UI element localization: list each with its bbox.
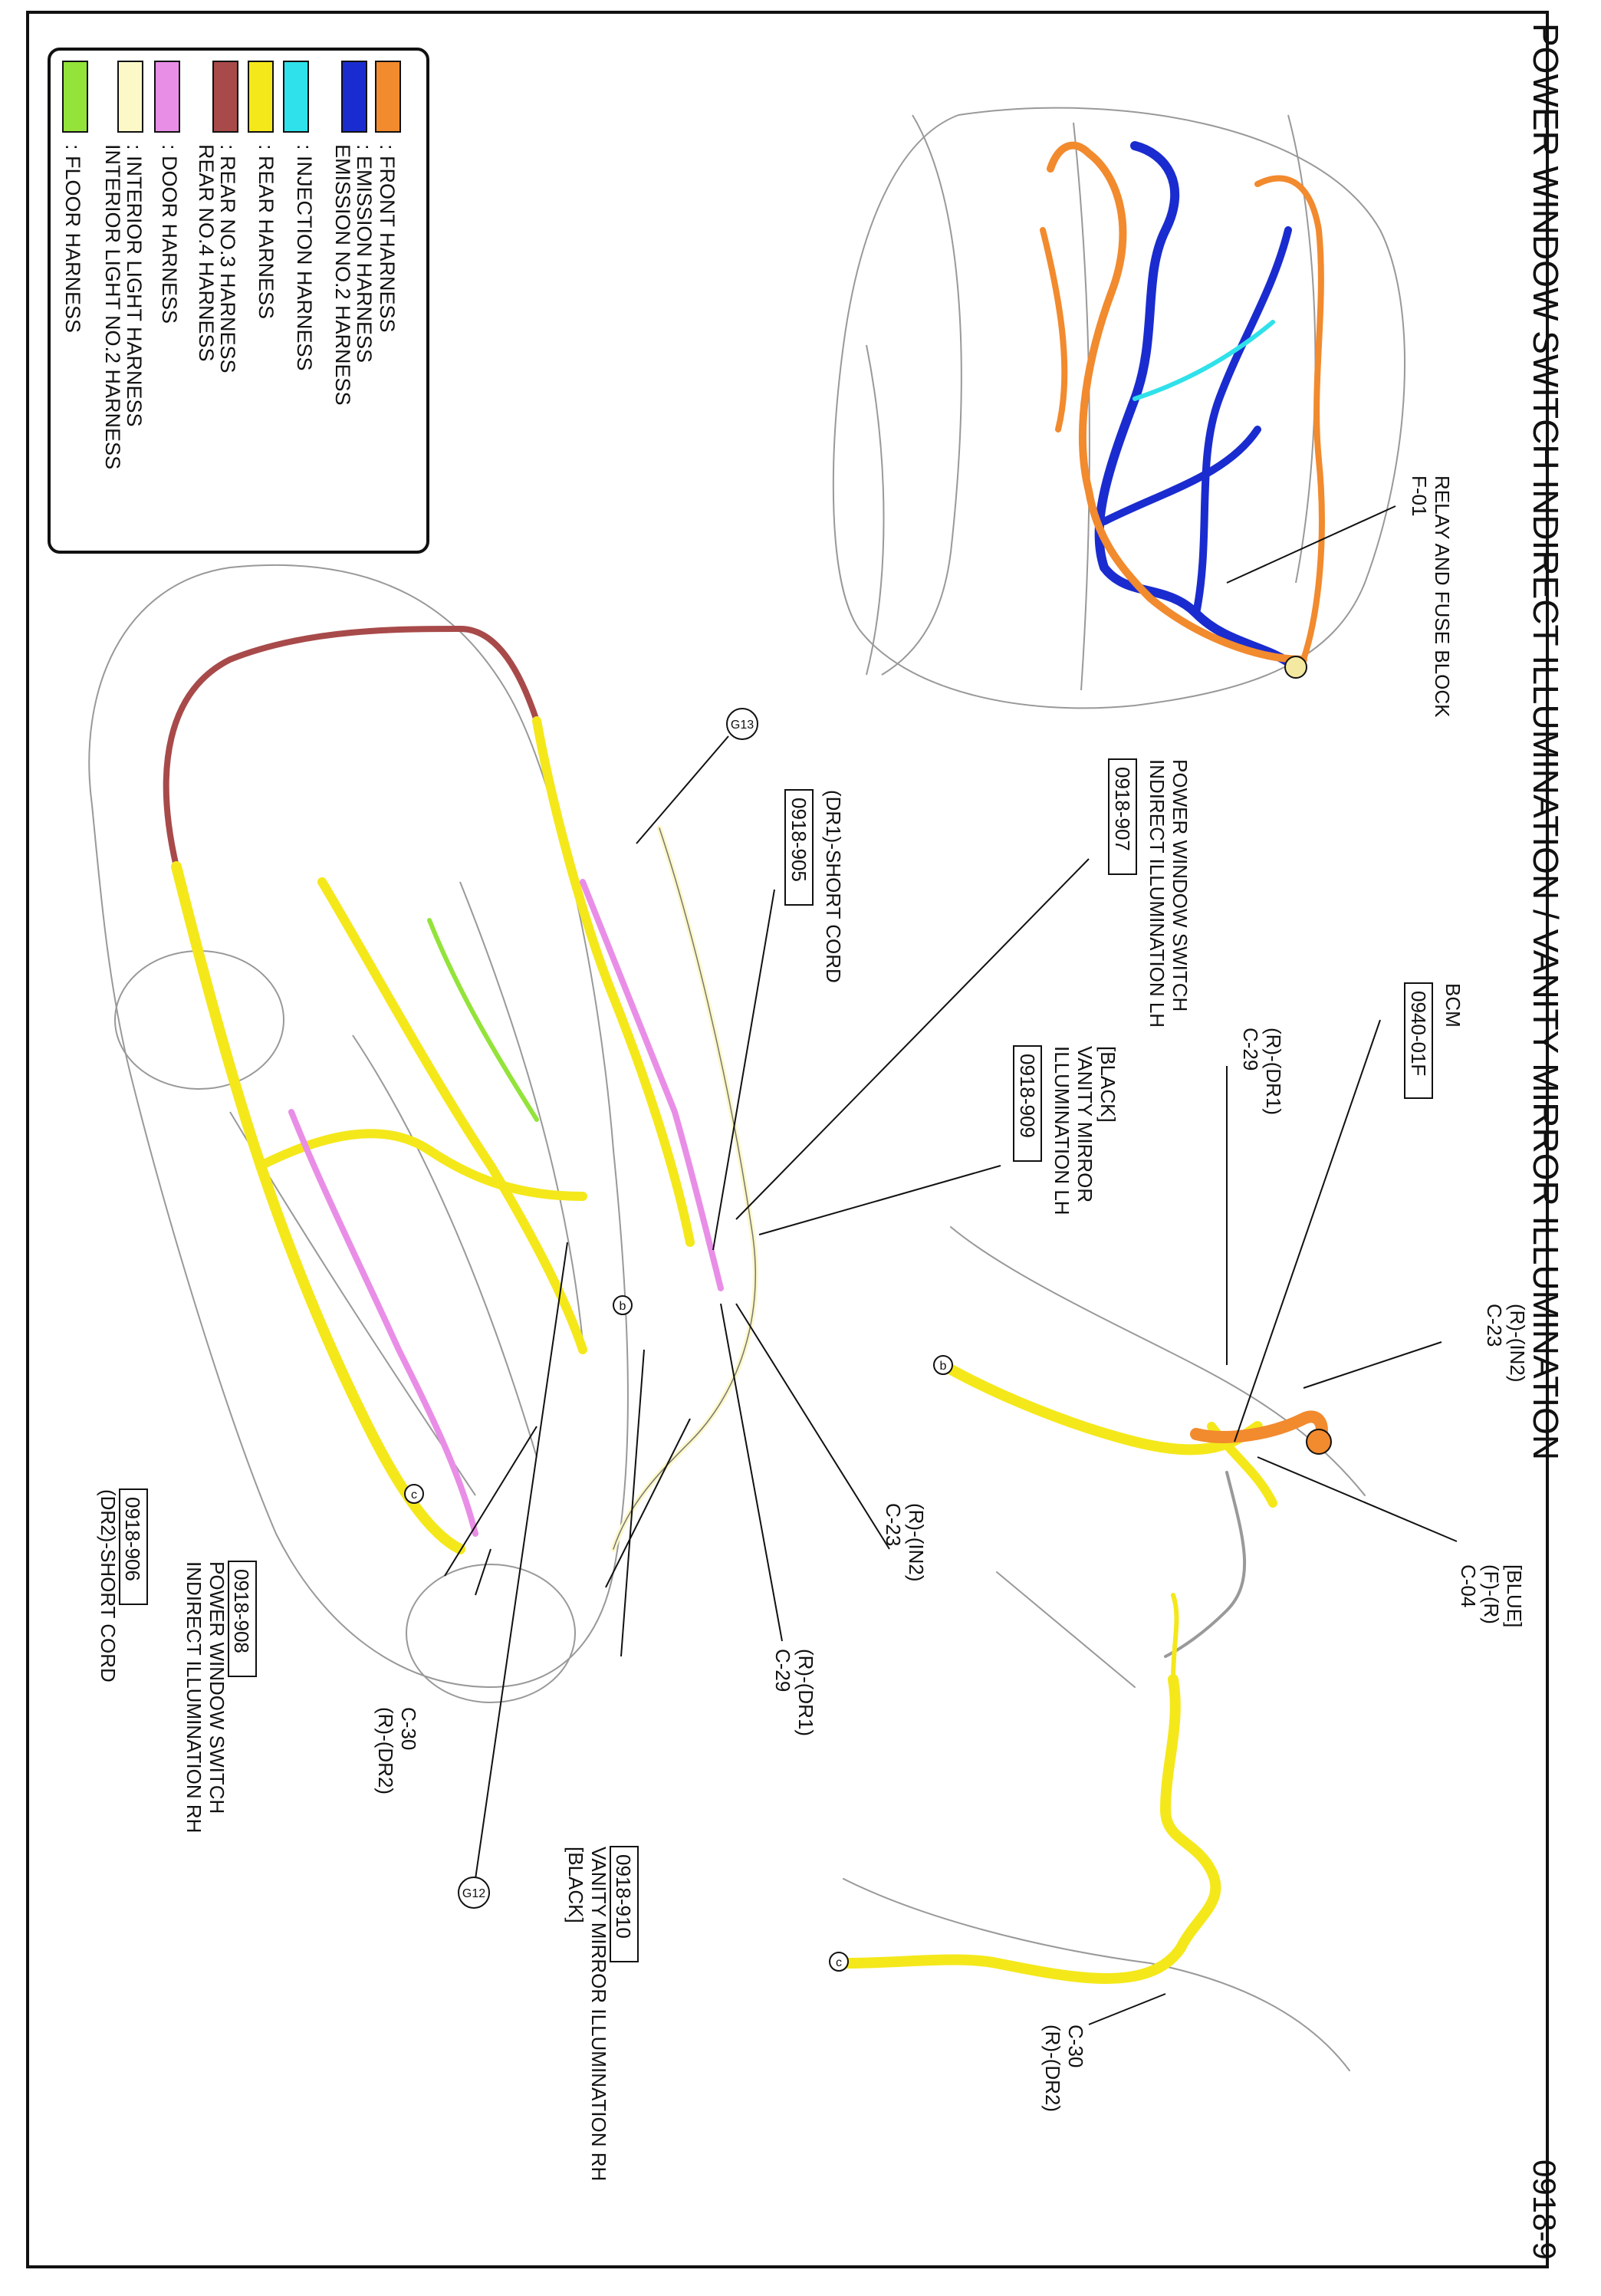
svg-text:C-29: C-29 xyxy=(1239,1028,1262,1071)
page-number: 0918-9 xyxy=(1527,2159,1563,2260)
legend-swatch xyxy=(283,61,309,133)
pws-rh-box: 0918-908 xyxy=(230,1569,253,1653)
c30-mid-label: C-30 (R)-(DR2) xyxy=(374,1707,420,1794)
cabin-harnesses xyxy=(163,626,758,1554)
pws-lh-label: POWER WINDOW SWITCH INDIRECT ILLUMINATIO… xyxy=(1108,758,1192,1028)
legend-swatch xyxy=(375,61,401,133)
svg-text:C-23: C-23 xyxy=(882,1503,905,1546)
legend-swatch xyxy=(248,61,274,133)
svg-text:(DR2)-SHORT CORD: (DR2)-SHORT CORD xyxy=(97,1489,120,1683)
g13-label: G13 xyxy=(731,719,754,732)
legend-label: REAR NO.4 HARNESS xyxy=(195,144,218,362)
vanity-rh-box: 0918-910 xyxy=(612,1854,635,1939)
legend-swatch xyxy=(341,61,367,133)
vanity-rh-label: 0918-910 VANITY MIRROR ILLUMINATION RH [… xyxy=(564,1846,639,2181)
diagram-frame xyxy=(26,11,1549,2268)
g12-label: G12 xyxy=(462,1887,485,1900)
c29-mid-label: (R)-(DR1) C-29 xyxy=(771,1649,817,1736)
svg-text:VANITY MIRROR ILLUMINATION RH: VANITY MIRROR ILLUMINATION RH xyxy=(587,1847,610,2181)
svg-text:VANITY MIRROR: VANITY MIRROR xyxy=(1073,1046,1096,1202)
legend-label: : FLOOR HARNESS xyxy=(61,144,84,333)
svg-text:RELAY AND FUSE BLOCK: RELAY AND FUSE BLOCK xyxy=(1431,475,1454,718)
svg-text:(F)-(R): (F)-(R) xyxy=(1480,1564,1503,1624)
bcm-label: BCM 0940-01F xyxy=(1404,982,1465,1099)
legend-label: INTERIOR LIGHT NO.2 HARNESS xyxy=(101,144,124,469)
ground-g13: G13 xyxy=(726,708,758,740)
svg-text:ILLUMINATION LH: ILLUMINATION LH xyxy=(1050,1046,1073,1215)
relay-fuse-block-label: RELAY AND FUSE BLOCK F-01 xyxy=(1408,475,1454,718)
svg-text:[BLUE]: [BLUE] xyxy=(1503,1564,1526,1627)
c30-right-label: C-30 (R)-(DR2) xyxy=(1041,2025,1087,2112)
legend-label: : REAR HARNESS xyxy=(255,144,278,319)
legend-swatch xyxy=(62,61,88,133)
legend-label: : REAR NO.3 HARNESS xyxy=(216,144,239,373)
svg-text:C-29: C-29 xyxy=(771,1649,794,1692)
pws-lh-box: 0918-907 xyxy=(1111,767,1134,851)
marker-b-label: b xyxy=(620,1300,626,1313)
svg-text:(DR1)-SHORT CORD: (DR1)-SHORT CORD xyxy=(822,790,845,983)
legend-label: : EMISSION HARNESS xyxy=(353,144,376,363)
marker-c-left: c xyxy=(404,1484,424,1504)
svg-text:POWER WINDOW SWITCH: POWER WINDOW SWITCH xyxy=(1169,759,1192,1011)
ground-g12: G12 xyxy=(458,1877,490,1909)
bcm-view xyxy=(938,1226,1366,1688)
svg-text:C-23: C-23 xyxy=(1483,1304,1506,1347)
legend-label: : DOOR HARNESS xyxy=(158,144,181,324)
marker-b-left: b xyxy=(613,1295,633,1315)
engine-harnesses xyxy=(1040,141,1325,679)
dr2-cord-label: 0918-906 (DR2)-SHORT CORD xyxy=(97,1488,148,1683)
svg-text:[BLACK]: [BLACK] xyxy=(564,1847,587,1923)
vanity-lh-box: 0918-909 xyxy=(1016,1054,1039,1138)
marker-c-label-2: c xyxy=(836,1956,842,1969)
dr1-cord-box: 0918-905 xyxy=(787,798,810,882)
svg-text:POWER WINDOW SWITCH: POWER WINDOW SWITCH xyxy=(205,1561,228,1814)
svg-text:BCM: BCM xyxy=(1442,983,1465,1028)
svg-text:C-30: C-30 xyxy=(397,1707,420,1750)
legend-box xyxy=(48,48,429,554)
svg-text:[BLACK]: [BLACK] xyxy=(1096,1046,1119,1123)
legend-swatch xyxy=(117,61,143,133)
c29-top-label: (R)-(DR1) C-29 xyxy=(1239,1028,1285,1115)
svg-text:C-04: C-04 xyxy=(1457,1564,1480,1607)
marker-c-right: c xyxy=(829,1952,849,1972)
pws-rh-label: 0918-908 POWER WINDOW SWITCH INDIRECT IL… xyxy=(182,1561,257,1833)
legend-swatch xyxy=(212,61,238,133)
c23-top-label: (R)-(IN2) C-23 xyxy=(1483,1304,1529,1383)
marker-b-label-2: b xyxy=(940,1360,947,1373)
legend: : FRONT HARNESS: EMISSION HARNESS EMISSI… xyxy=(48,48,429,554)
svg-text:(R)-(DR1): (R)-(DR1) xyxy=(794,1649,817,1736)
svg-text:C-30: C-30 xyxy=(1064,2025,1087,2067)
legend-label: : INTERIOR LIGHT HARNESS xyxy=(123,144,146,427)
dr2-cord-box: 0918-906 xyxy=(121,1497,144,1581)
dr2-view xyxy=(838,1593,1350,2071)
marker-b-right: b xyxy=(933,1355,953,1375)
legend-label: : FRONT HARNESS xyxy=(376,144,399,333)
leader-lines xyxy=(444,505,1458,2025)
marker-c-label: c xyxy=(411,1488,417,1502)
svg-text:INDIRECT ILLUMINATION RH: INDIRECT ILLUMINATION RH xyxy=(182,1561,205,1833)
bcm-box: 0940-01F xyxy=(1407,991,1430,1076)
svg-text:(R)-(DR2): (R)-(DR2) xyxy=(1041,2025,1064,2112)
svg-text:(R)-(IN2): (R)-(IN2) xyxy=(1506,1304,1529,1383)
page-title: POWER WINDOW SWITCH INDIRECT ILLUMINATIO… xyxy=(1526,23,1566,1460)
vanity-lh-label: [BLACK] VANITY MIRROR ILLUMINATION LH 09… xyxy=(1013,1045,1119,1215)
title-group: POWER WINDOW SWITCH INDIRECT ILLUMINATIO… xyxy=(1526,23,1566,1460)
legend-label: EMISSION NO.2 HARNESS xyxy=(331,144,354,406)
svg-text:F-01: F-01 xyxy=(1408,475,1431,516)
legend-label: : INJECTION HARNESS xyxy=(293,144,316,371)
legend-swatch xyxy=(154,61,180,133)
svg-text:INDIRECT ILLUMINATION LH: INDIRECT ILLUMINATION LH xyxy=(1146,759,1169,1028)
svg-text:(R)-(DR2): (R)-(DR2) xyxy=(374,1707,397,1794)
c04-label: [BLUE] (F)-(R) C-04 xyxy=(1457,1564,1526,1627)
svg-text:(R)-(IN2): (R)-(IN2) xyxy=(905,1503,928,1582)
dr1-cord-label: (DR1)-SHORT CORD 0918-905 xyxy=(784,789,845,983)
c23-mid-label: (R)-(IN2) C-23 xyxy=(882,1503,928,1582)
svg-text:(R)-(DR1): (R)-(DR1) xyxy=(1262,1028,1285,1115)
page-number-group: 0918-9 xyxy=(1527,2159,1563,2260)
